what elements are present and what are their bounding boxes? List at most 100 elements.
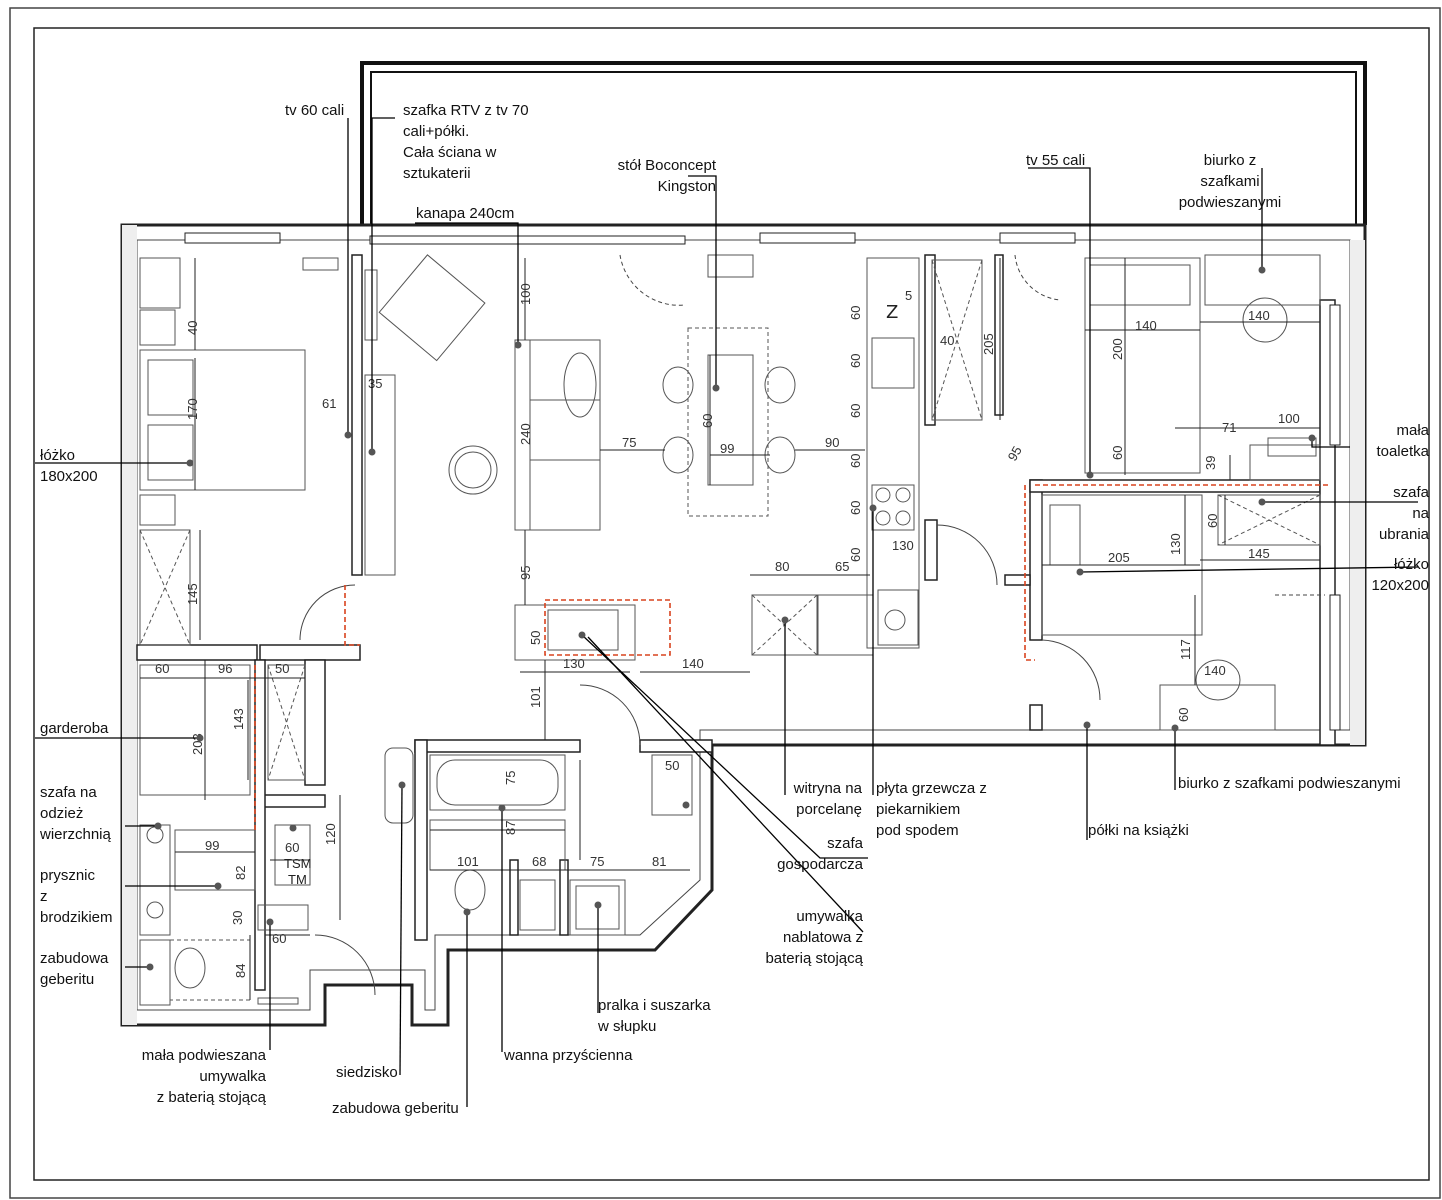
dim-label: 40 <box>940 333 954 348</box>
dim-label: 75 <box>590 854 604 869</box>
dim-label: 60 <box>848 354 863 368</box>
dim-label: 95 <box>518 566 533 580</box>
dim-label: 60 <box>848 548 863 562</box>
dim-label: 60 <box>1110 446 1125 460</box>
dim-label: 30 <box>230 911 245 925</box>
dim-label: 140 <box>1135 318 1157 333</box>
leader-dots <box>146 266 1316 971</box>
dim-label: 205 <box>981 333 996 355</box>
dim-label: 5 <box>905 288 912 303</box>
dim-label: 50 <box>528 631 543 645</box>
dim-label: 60 <box>700 414 715 428</box>
leader-lines <box>35 117 1419 1107</box>
dim-label: 60 <box>1176 708 1191 722</box>
dim-label: 101 <box>528 686 543 708</box>
dim-label: 81 <box>652 854 666 869</box>
furniture <box>139 254 1321 1006</box>
dim-label: 61 <box>322 396 336 411</box>
dim-label: 99 <box>205 838 219 853</box>
dim-label: 145 <box>1248 546 1270 561</box>
dim-label: 130 <box>1168 533 1183 555</box>
dim-label: 80 <box>775 559 789 574</box>
windows <box>184 232 1341 731</box>
dim-label: 60 <box>848 454 863 468</box>
label-desk-bottom: biurko z szafkami podwieszanymi <box>1178 775 1401 792</box>
dim-label: 117 <box>1178 639 1193 660</box>
doors <box>299 254 1325 996</box>
dim-label: 90 <box>825 435 839 450</box>
dim-label: 145 <box>185 583 200 605</box>
label-tv-55: tv 55 cali <box>1026 152 1086 169</box>
dim-label: 99 <box>720 441 734 456</box>
dim-label: 120 <box>323 823 338 845</box>
outer-frame <box>9 7 1441 1199</box>
dim-label: 60 <box>155 661 169 676</box>
dim-label: 82 <box>233 866 248 880</box>
dim-label: 87 <box>503 821 518 835</box>
dim-label: 60 <box>1205 514 1220 528</box>
dim-label: 95 <box>1005 443 1025 463</box>
dim-label: 140 <box>1248 308 1270 323</box>
dim-label: 130 <box>892 538 914 553</box>
dim-label: 130 <box>563 656 585 671</box>
meter-icon: TSM <box>284 856 311 871</box>
label-dressing-room: garderoba <box>40 720 109 737</box>
label-seat: siedzisko <box>336 1064 398 1081</box>
dim-label: 96 <box>218 661 232 676</box>
dim-label: 143 <box>231 708 246 730</box>
red-lines <box>254 484 1330 830</box>
dim-label: 71 <box>1222 420 1236 435</box>
balcony <box>360 61 1367 225</box>
dim-label: 60 <box>848 404 863 418</box>
dim-label: 50 <box>275 661 289 676</box>
label-tv-60: tv 60 cali <box>285 102 345 119</box>
dim-label: 205 <box>1108 550 1130 565</box>
label-bookshelves: półki na książki <box>1088 822 1189 839</box>
dim-label: 200 <box>1110 338 1125 360</box>
label-sofa: kanapa 240cm <box>416 205 515 222</box>
meter-icon: TM <box>288 872 307 887</box>
dim-label: 60 <box>272 931 286 946</box>
dim-label: 100 <box>518 283 533 305</box>
dim-label: 240 <box>518 423 533 445</box>
dim-label: 60 <box>285 840 299 855</box>
label-geberit-bottom: zabudowa geberitu <box>332 1100 459 1117</box>
dim-label: 75 <box>503 771 518 785</box>
dim-label: 170 <box>185 398 200 420</box>
label-bathtub: wanna przyścienna <box>504 1047 633 1064</box>
dim-label: 75 <box>622 435 636 450</box>
dim-label: 100 <box>1278 411 1300 426</box>
dim-label: 101 <box>457 854 479 869</box>
dim-label: 140 <box>682 656 704 671</box>
dim-label: 60 <box>848 501 863 515</box>
dim-label: 68 <box>532 854 546 869</box>
dim-label: 35 <box>368 376 382 391</box>
dim-label: 84 <box>233 964 248 978</box>
dim-label: 40 <box>185 321 200 335</box>
dimension-labels: 61 170 40 35 100 240 75 60 99 90 60 60 6… <box>155 283 1300 978</box>
dim-label: 65 <box>835 559 849 574</box>
dim-label: 140 <box>1204 663 1226 678</box>
dim-label: 39 <box>1203 456 1218 470</box>
dimension-lines <box>140 258 1320 1000</box>
dim-label: 50 <box>665 758 679 773</box>
dim-label: 60 <box>848 306 863 320</box>
north-icon: Z <box>886 302 898 323</box>
